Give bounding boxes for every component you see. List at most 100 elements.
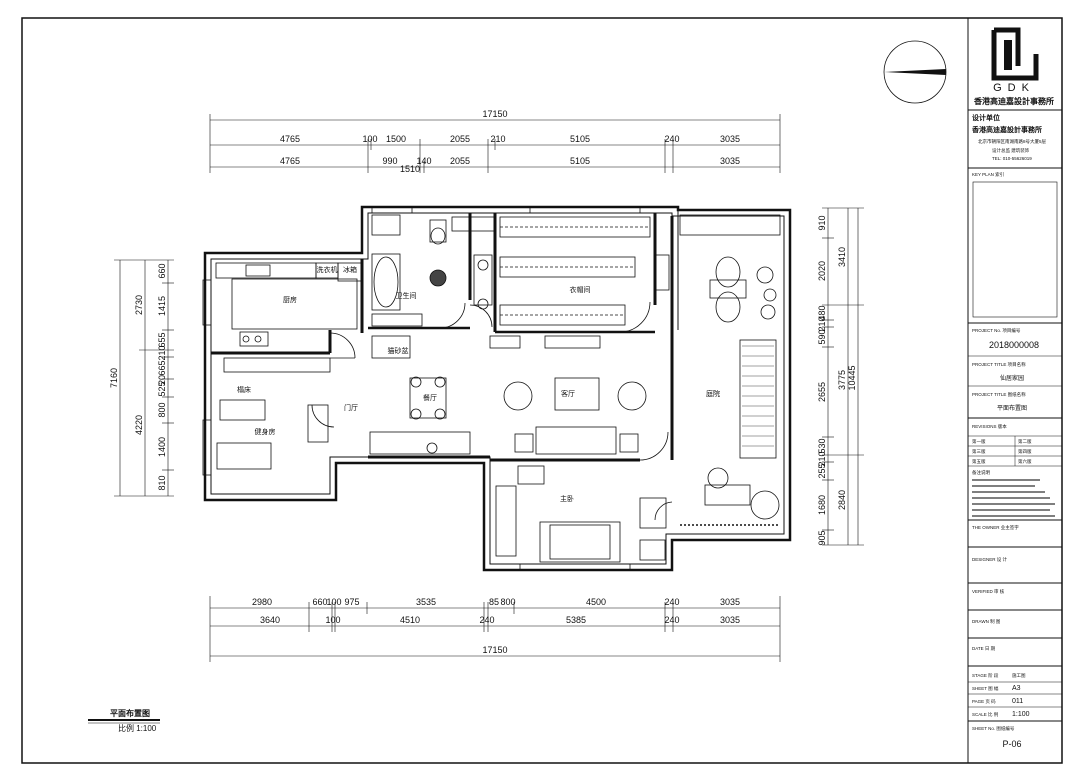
room-label-closet: 衣帽间 [570, 285, 591, 294]
designer-label: DESIGNER 设 计 [972, 556, 1008, 563]
logo-letters: GDK [993, 82, 1035, 94]
sheet-label: SHEET 图 幅 [972, 685, 999, 692]
dining-fixtures [369, 335, 471, 455]
floor-plan [203, 205, 792, 572]
closet-fixtures [499, 216, 670, 326]
bedroom-fixtures [495, 465, 667, 563]
dim-top-r2-3: 140 [416, 156, 431, 166]
dim-left-8: 800 [157, 402, 167, 417]
dim-bot-r2-4: 240 [479, 615, 494, 625]
key-plan-box [972, 181, 1058, 318]
project-no-label: PROJECT No. 项目编号 [972, 327, 1021, 334]
dim-right-1: 910 [817, 215, 827, 230]
dim-right-2: 2020 [817, 261, 827, 281]
scale-label: SCALE 比 例 [972, 711, 999, 718]
firm-phone: TEL: 010-55626019 [992, 156, 1032, 161]
dim-right-4: 210 [817, 316, 827, 331]
dim-right-9: 255 [817, 463, 827, 478]
dim-right-outer-1: 3410 [837, 247, 847, 267]
project-title-label: PROJECT TITLE 项目名称 [972, 361, 1026, 368]
bath-fixtures [371, 214, 495, 327]
design-unit-label: 设计单位 [972, 113, 1000, 122]
plan-caption: 平面布置图 比例 1:100 [88, 708, 160, 733]
right-dimensions: 10445 3410 3775 2840 910 2020 480 210 59… [817, 215, 857, 545]
dim-left-3: 655 [157, 332, 167, 347]
rev-4: 第四版 [1018, 448, 1032, 455]
dim-left-outer-2: 4220 [134, 415, 144, 435]
label-fridge: 冰箱 [343, 265, 357, 274]
north-arrow-icon [883, 40, 947, 104]
left-dimensions: 7160 2730 4220 660 1415 655 210 665 20 5… [109, 263, 167, 490]
dim-top-r2-6: 3035 [720, 156, 740, 166]
dim-right-3: 480 [817, 305, 827, 320]
room-label-foyer: 门厅 [344, 403, 358, 412]
room-label-tatami: 榻床 [237, 385, 251, 394]
rev-1: 第一版 [972, 438, 986, 445]
dim-bot-2: 660 [312, 597, 327, 607]
verified-label: VERIFIED 审 核 [972, 588, 1005, 595]
room-label-garden: 庭院 [706, 389, 720, 398]
room-label-bath: 卫生间 [396, 291, 417, 300]
dim-right-8: 210 [817, 451, 827, 466]
owner-label: THE OWNER 业主签字 [972, 524, 1019, 530]
dim-bot-6: 85 [489, 597, 499, 607]
dimension-lines [114, 114, 864, 662]
label-washer: 洗衣机 [317, 265, 338, 274]
dim-top-6: 5105 [570, 134, 590, 144]
room-label-gym: 健身房 [255, 427, 276, 436]
dim-bot-r2-1: 3640 [260, 615, 280, 625]
project-no: 2018000008 [989, 340, 1039, 350]
dim-bot-9: 240 [664, 597, 679, 607]
project-title: 仙居家园 [1000, 374, 1024, 382]
dim-left-total: 7160 [109, 368, 119, 388]
dim-bot-r2-6: 240 [664, 615, 679, 625]
dim-right-outer-3: 2840 [837, 490, 847, 510]
gym-fixtures [216, 357, 331, 470]
stage-label: STAGE 阶 段 [972, 672, 999, 679]
room-label-master: 主卧 [560, 494, 574, 503]
dim-top-8: 3035 [720, 134, 740, 144]
drawing-title-label: PROJECT TITLE 图纸名称 [972, 391, 1026, 398]
dim-bot-r2-2: 100 [325, 615, 340, 625]
dim-left-4: 210 [157, 345, 167, 360]
windows [202, 206, 641, 571]
dim-bot-r2-5: 5385 [566, 615, 586, 625]
dim-top-2: 100 [362, 134, 377, 144]
dim-bot-4: 975 [344, 597, 359, 607]
revisions-label: REVISIONS 版本 [972, 423, 1007, 430]
dim-top-r2-5: 5105 [570, 156, 590, 166]
plan-caption-scale: 比例 1:100 [118, 723, 157, 733]
dim-left-7: 525 [157, 381, 167, 396]
scale-value: 1:100 [1012, 711, 1030, 718]
sheet-border [21, 17, 1063, 764]
dim-top-7: 240 [664, 134, 679, 144]
drawn-label: DRAWN 制 图 [972, 618, 1001, 625]
dim-bot-8: 4500 [586, 597, 606, 607]
dim-bot-3: 100 [326, 597, 341, 607]
dim-right-outer-2: 3775 [837, 370, 847, 390]
rev-5: 第五版 [972, 458, 986, 465]
page-label: PAGE 页 码 [972, 698, 996, 705]
room-label-living: 客厅 [561, 389, 575, 398]
drawing-title: 平面布置图 [997, 404, 1027, 412]
gdk-logo: GDK 香港高迪嘉設計事務所 [973, 27, 1054, 106]
doors [311, 301, 673, 521]
dim-top-r2-4: 2055 [450, 156, 470, 166]
rev-2: 第二版 [1018, 438, 1032, 445]
notes-label: 备注说明 [972, 469, 990, 476]
dim-right-10: 1680 [817, 495, 827, 515]
dim-bot-total: 17150 [482, 645, 507, 655]
sheet-value: A3 [1012, 685, 1021, 692]
dim-bot-r2-3: 4510 [400, 615, 420, 625]
sheet-no: P-06 [1002, 739, 1021, 749]
dim-right-7: 530 [817, 438, 827, 453]
dim-left-outer-1: 2730 [134, 295, 144, 315]
bottom-dimensions: 2980 660 100 975 3535 85 800 4500 240 30… [252, 597, 740, 655]
dim-top-total: 17150 [482, 109, 507, 119]
sheet-no-label: SHEET No. 图纸编号 [972, 725, 1015, 732]
dim-left-2: 1415 [157, 296, 167, 316]
dim-top-4: 2055 [450, 134, 470, 144]
dim-left-5: 665 [157, 360, 167, 375]
dim-top-r2-2: 990 [382, 156, 397, 166]
firm-name: 香港高迪嘉設計事務所 [973, 96, 1054, 106]
